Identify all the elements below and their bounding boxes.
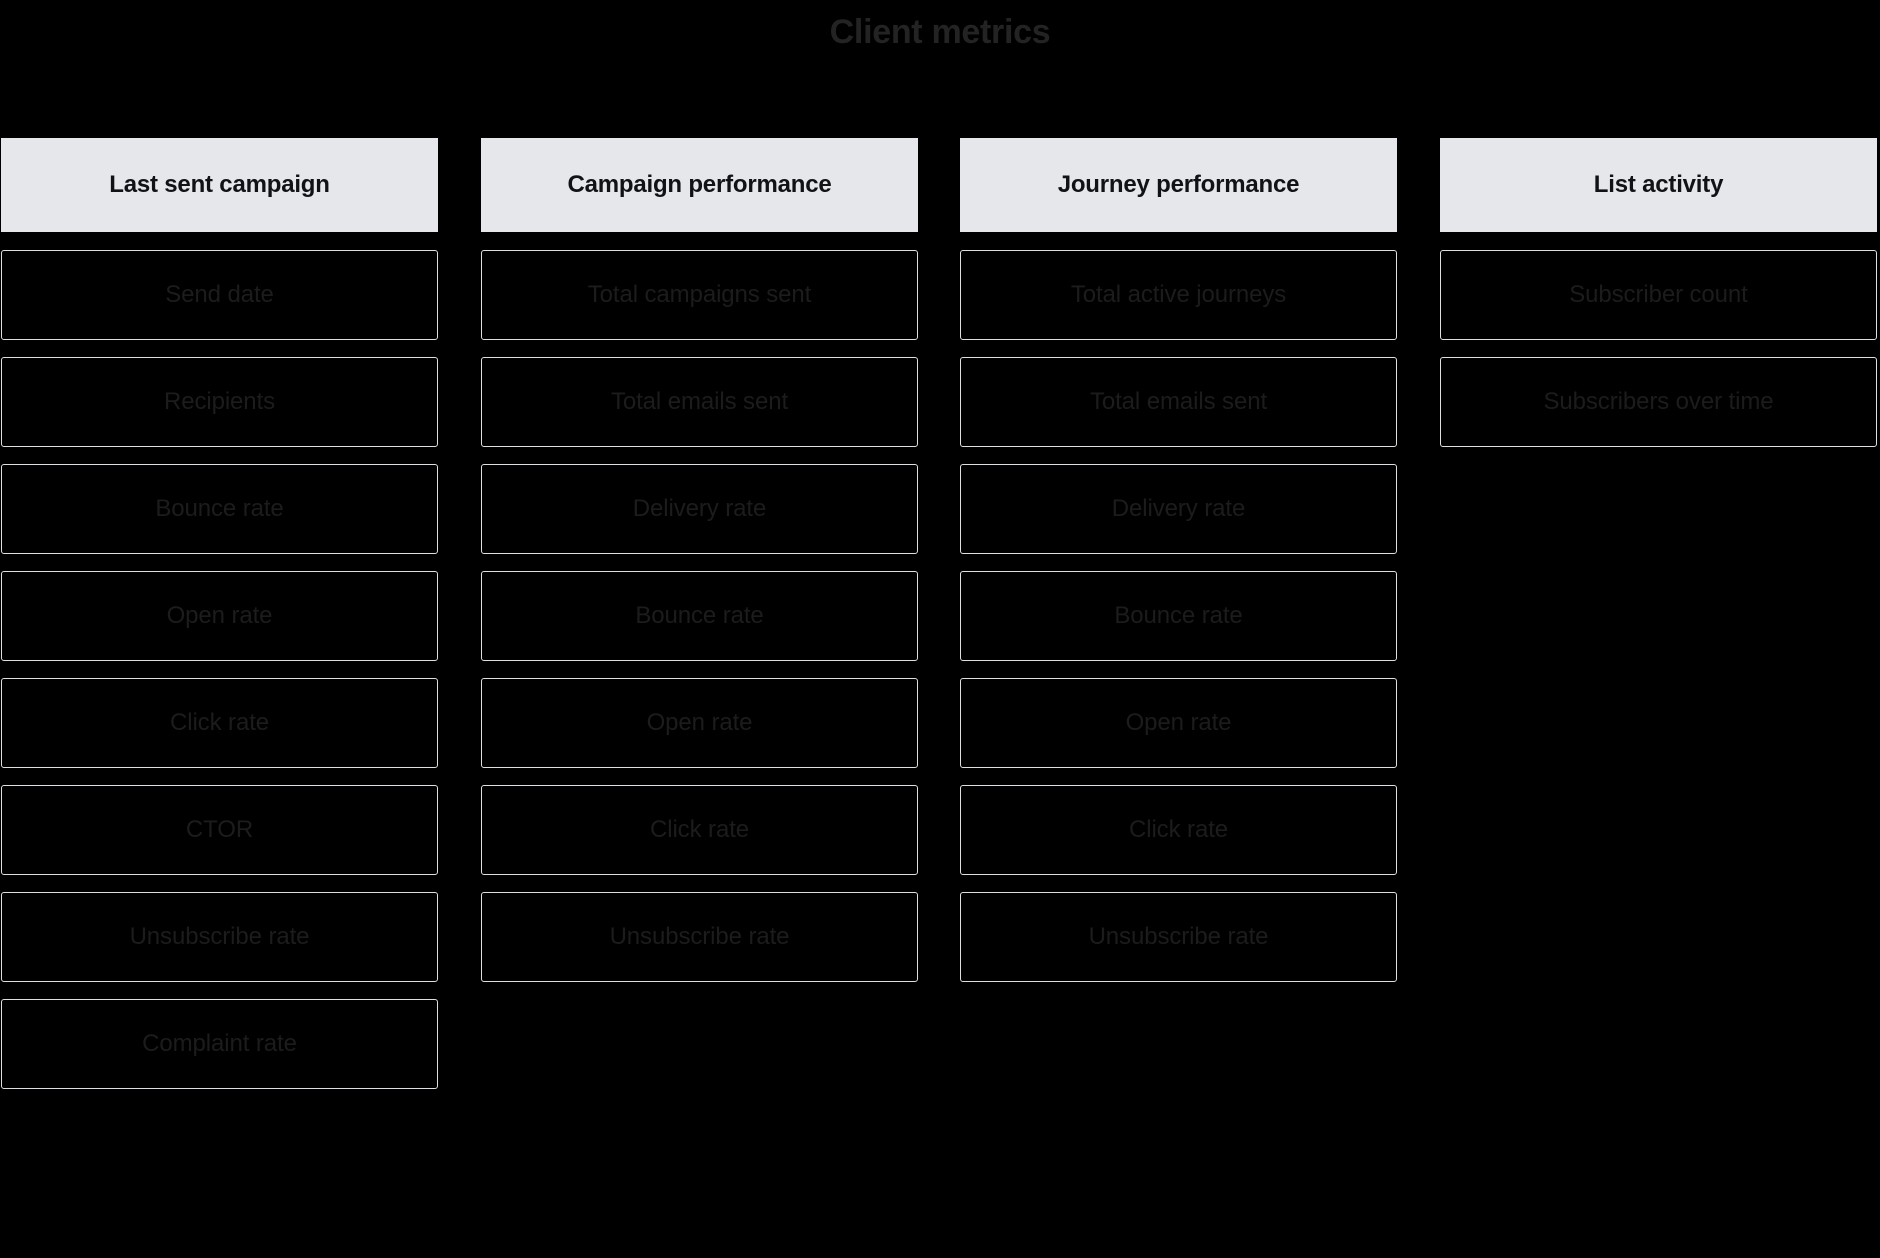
metric-cell[interactable]: Bounce rate bbox=[960, 571, 1397, 661]
metric-columns: Last sent campaign Send date Recipients … bbox=[1, 138, 1880, 1258]
metric-cell[interactable]: Click rate bbox=[481, 785, 918, 875]
metric-cell[interactable]: CTOR bbox=[1, 785, 438, 875]
metric-cell[interactable]: Click rate bbox=[960, 785, 1397, 875]
metric-cell[interactable]: Unsubscribe rate bbox=[960, 892, 1397, 982]
metric-cell[interactable]: Click rate bbox=[1, 678, 438, 768]
metric-cell[interactable]: Bounce rate bbox=[1, 464, 438, 554]
metric-cell[interactable]: Subscribers over time bbox=[1440, 357, 1877, 447]
metric-cell[interactable]: Unsubscribe rate bbox=[481, 892, 918, 982]
metric-cell[interactable]: Bounce rate bbox=[481, 571, 918, 661]
metric-cell[interactable]: Total active journeys bbox=[960, 250, 1397, 340]
metric-cell[interactable]: Subscriber count bbox=[1440, 250, 1877, 340]
metric-column-campaign-performance: Campaign performance Total campaigns sen… bbox=[481, 138, 918, 999]
metric-column-journey-performance: Journey performance Total active journey… bbox=[960, 138, 1397, 999]
metric-cell[interactable]: Send date bbox=[1, 250, 438, 340]
metric-cell[interactable]: Total emails sent bbox=[960, 357, 1397, 447]
column-header-campaign-performance[interactable]: Campaign performance bbox=[481, 138, 918, 232]
column-header-list-activity[interactable]: List activity bbox=[1440, 138, 1877, 232]
metric-cell[interactable]: Delivery rate bbox=[481, 464, 918, 554]
metric-cell[interactable]: Open rate bbox=[1, 571, 438, 661]
metric-column-last-sent-campaign: Last sent campaign Send date Recipients … bbox=[1, 138, 438, 1106]
metric-cell[interactable]: Delivery rate bbox=[960, 464, 1397, 554]
column-header-journey-performance[interactable]: Journey performance bbox=[960, 138, 1397, 232]
metric-cell[interactable]: Total emails sent bbox=[481, 357, 918, 447]
metric-cell[interactable]: Open rate bbox=[481, 678, 918, 768]
column-header-last-sent-campaign[interactable]: Last sent campaign bbox=[1, 138, 438, 232]
metric-cell[interactable]: Complaint rate bbox=[1, 999, 438, 1089]
metric-column-list-activity: List activity Subscriber count Subscribe… bbox=[1440, 138, 1877, 464]
metric-cell[interactable]: Open rate bbox=[960, 678, 1397, 768]
metric-cell[interactable]: Recipients bbox=[1, 357, 438, 447]
page-title: Client metrics bbox=[829, 13, 1051, 51]
metric-cell[interactable]: Total campaigns sent bbox=[481, 250, 918, 340]
metric-cell[interactable]: Unsubscribe rate bbox=[1, 892, 438, 982]
